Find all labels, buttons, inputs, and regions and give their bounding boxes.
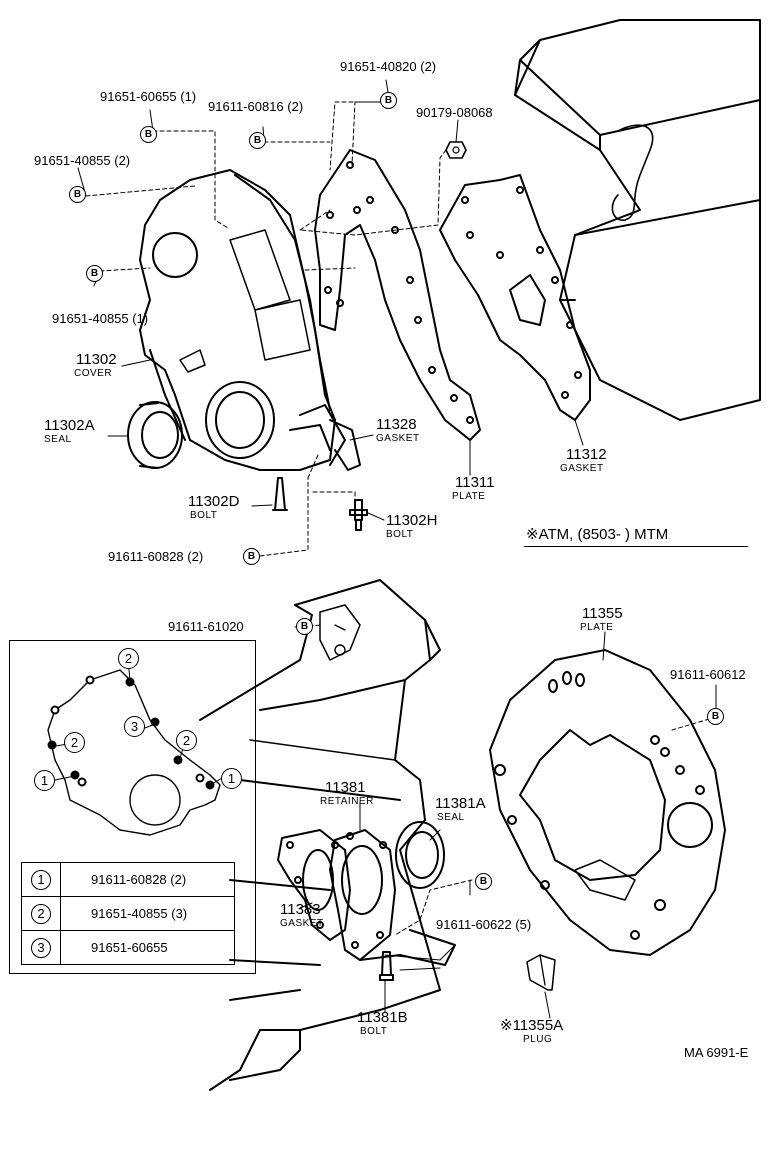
label-91611-60816: 91611-60816 (2)	[208, 99, 304, 114]
legend-row-part: 91611-60828 (2)	[60, 862, 235, 897]
label-91651-60655: 91651-60655 (1)	[100, 89, 197, 104]
retainer-11381	[329, 829, 456, 966]
inset-cover-diagram	[47, 659, 223, 836]
label-11328-sub: GASKET	[376, 433, 420, 444]
label-91651-40855-2: 91651-40855 (2)	[34, 153, 131, 168]
label-11381A-sub: SEAL	[437, 812, 465, 823]
label-11302D: 11302D	[188, 493, 240, 510]
legend-key-table: 1 91611-60828 (2) 2 91651-40855 (3) 3 91…	[21, 862, 235, 965]
label-11355-sub: PLATE	[580, 622, 614, 633]
label-91611-60828: 91611-60828 (2)	[108, 549, 204, 564]
legend-row-part: 91651-40855 (3)	[60, 896, 235, 931]
label-91651-40820: 91651-40820 (2)	[340, 59, 437, 74]
label-11383: 11383	[280, 901, 321, 918]
label-11381B-sub: BOLT	[360, 1026, 388, 1037]
plate-11311	[314, 149, 481, 441]
timing-cover	[139, 169, 346, 471]
legend-row-num: 1	[31, 869, 51, 890]
legend-row-part: 91651-60655	[60, 930, 235, 965]
gasket-11328	[329, 419, 361, 471]
legend-row-num: 3	[31, 937, 51, 958]
bolt-mark-b: B	[69, 186, 86, 203]
label-11302-sub: COVER	[74, 368, 113, 379]
plug-11355A	[526, 954, 556, 991]
bolt-mark-b: B	[140, 126, 157, 143]
legend-callout-1: 1	[34, 770, 55, 791]
label-11302A: 11302A	[44, 417, 95, 434]
legend-callout-2: 2	[118, 648, 139, 669]
legend-callout-2: 2	[64, 732, 85, 753]
label-11381-sub: RETAINER	[320, 796, 374, 807]
label-11381A: 11381A	[435, 795, 486, 812]
legend-row: 3 91651-60655	[21, 930, 235, 965]
bolt-11302D	[272, 477, 288, 511]
label-91611-60612: 91611-60612	[670, 667, 746, 682]
label-11312-sub: GASKET	[560, 463, 604, 474]
label-11355A-sub: PLUG	[523, 1034, 553, 1045]
legend-row: 2 91651-40855 (3)	[21, 896, 235, 931]
diagram-code: MA 6991-E	[684, 1045, 749, 1060]
nut-90179	[445, 141, 467, 159]
leader-lines-upper	[85, 91, 447, 557]
label-11355A: ※11355A	[500, 1017, 564, 1034]
bolt-mark-b: B	[243, 548, 260, 565]
label-11311: 11311	[455, 474, 495, 491]
engine-block-upper	[514, 19, 761, 421]
leader-lines-lower-solid	[299, 631, 717, 1019]
label-11302H: 11302H	[386, 512, 438, 529]
bolt-mark-b: B	[296, 618, 313, 635]
label-11381B: 11381B	[357, 1009, 408, 1026]
note-atm-mtm: ※ATM, (8503- ) MTM	[526, 526, 669, 543]
label-90179-08068: 90179-08068	[416, 105, 493, 120]
note-underline	[524, 546, 748, 547]
seal-11381A	[395, 821, 445, 889]
bolt-11302H	[349, 499, 368, 531]
bolt-mark-b: B	[707, 708, 724, 725]
legend-callout-1: 1	[221, 768, 242, 789]
label-11312: 11312	[566, 446, 607, 463]
gasket-11383	[277, 829, 351, 941]
gasket-11312	[439, 174, 591, 421]
bolt-11381B	[379, 951, 394, 981]
legend-row: 1 91611-60828 (2)	[21, 862, 235, 897]
legend-box	[9, 640, 256, 974]
plate-11355	[489, 649, 726, 956]
label-11302H-sub: BOLT	[386, 529, 414, 540]
label-11311-sub: PLATE	[452, 491, 486, 502]
bolt-mark-b: B	[475, 873, 492, 890]
label-11302D-sub: BOLT	[190, 510, 218, 521]
label-11383-sub: GASKET	[280, 918, 324, 929]
engine-block-lower	[199, 579, 441, 1091]
bolt-mark-b: B	[380, 92, 397, 109]
label-11355: 11355	[582, 605, 623, 622]
seal-11302A	[127, 401, 183, 469]
label-91611-60622: 91611-60622 (5)	[436, 917, 532, 932]
bolt-mark-b: B	[86, 265, 103, 282]
label-11328: 11328	[376, 416, 417, 433]
label-11381: 11381	[325, 779, 366, 796]
legend-row-num: 2	[31, 903, 51, 924]
label-11302A-sub: SEAL	[44, 434, 72, 445]
legend-callout-3: 3	[124, 716, 145, 737]
label-91651-40855-1: 91651-40855 (1)	[52, 311, 149, 326]
bolt-mark-b: B	[249, 132, 266, 149]
legend-callout-2: 2	[176, 730, 197, 751]
label-11302: 11302	[76, 351, 117, 368]
label-91611-61020: 91611-61020	[168, 619, 244, 634]
